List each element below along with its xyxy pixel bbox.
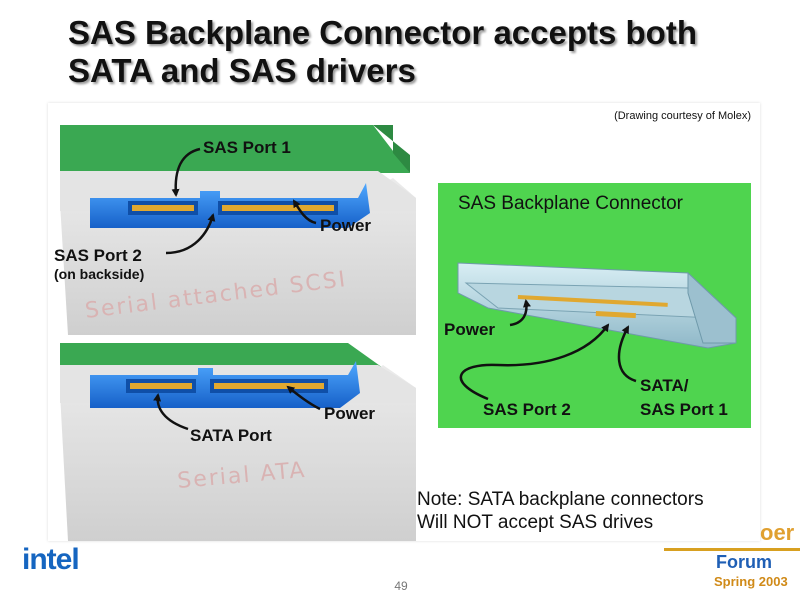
note-text: Note: SATA backplane connectors Will NOT… <box>417 488 704 534</box>
arrow-backplane-sas-port2 <box>459 323 610 401</box>
label-backplane-power: Power <box>444 320 495 339</box>
arrow-sas-power <box>292 199 317 225</box>
sas-pcb-top <box>60 125 410 173</box>
backplane-connector-end <box>687 271 737 344</box>
backplane-connector-figure: SAS Backplane Connector Power SAS Port 2… <box>438 183 751 428</box>
label-backplane-sas-port2: SAS Port 2 <box>483 400 571 419</box>
backplane-title: SAS Backplane Connector <box>458 193 684 214</box>
badge-season-text: Spring 2003 <box>714 574 788 589</box>
arrow-sata-port <box>153 393 189 431</box>
arrow-sas-port2 <box>165 213 216 255</box>
sata-pcb-top <box>60 343 383 368</box>
arrow-sata-power <box>286 385 321 411</box>
diagram-panel: (Drawing courtesy of Molex) Serial attac… <box>48 103 760 541</box>
page-title: SAS Backplane Connector accepts both SAT… <box>68 14 697 90</box>
forum-badge: oer Forum Spring 2003 <box>664 520 800 599</box>
sas-pcb-edge <box>373 125 410 173</box>
arrow-sas-port1 <box>171 147 201 197</box>
label-sas-port2: SAS Port 2 <box>54 246 142 265</box>
note-line-1: Note: SATA backplane connectors <box>417 489 704 510</box>
sas-drive: Serial attached SCSI SAS Port 1 Power SA… <box>54 125 416 335</box>
sas-port1-pins <box>132 205 194 211</box>
label-sas-port2-note: (on backside) <box>54 266 144 282</box>
page-number: 49 <box>394 579 408 593</box>
title-line-2: SATA and SAS drivers <box>68 52 416 89</box>
sas-power-pins <box>222 205 334 211</box>
sata-drive: Serial ATA Power SATA Port <box>60 343 416 541</box>
backplane-pins <box>517 295 668 319</box>
label-backplane-sata-line2: SAS Port 1 <box>640 400 728 419</box>
sata-power-pins <box>214 383 324 389</box>
sata-port-pins <box>130 383 192 389</box>
label-sata-port: SATA Port <box>190 426 272 445</box>
label-sas-power: Power <box>320 216 371 235</box>
arrow-backplane-sata <box>617 325 637 383</box>
intel-logo: intel <box>22 543 80 576</box>
sata-drive-body <box>60 365 416 541</box>
label-backplane-sata-line1: SATA/ <box>640 376 689 395</box>
connector-diagram: (Drawing courtesy of Molex) Serial attac… <box>54 110 751 541</box>
label-sas-port1: SAS Port 1 <box>203 138 291 157</box>
label-sata-power: Power <box>324 404 375 423</box>
courtesy-text: (Drawing courtesy of Molex) <box>614 110 751 122</box>
title-line-1: SAS Backplane Connector accepts both <box>68 14 697 51</box>
badge-top-text: oer <box>760 520 795 545</box>
badge-stripe <box>664 548 800 551</box>
note-line-2: Will NOT accept SAS drives <box>417 512 654 533</box>
badge-forum-text: Forum <box>716 552 772 572</box>
arrow-backplane-power <box>509 299 531 327</box>
